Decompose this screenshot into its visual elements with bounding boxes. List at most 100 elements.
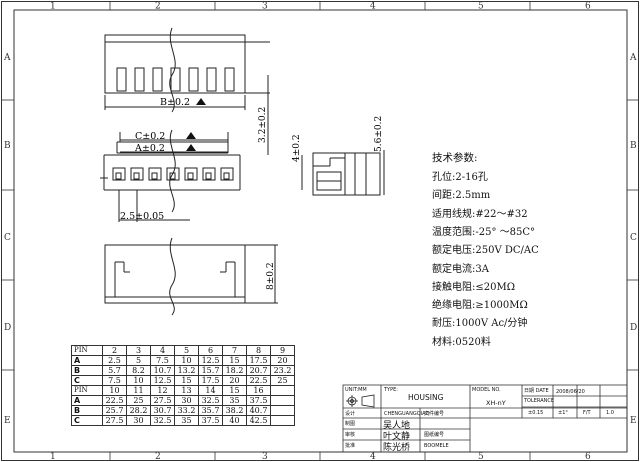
pin-cell: 30 xyxy=(174,395,199,406)
pin-cell: 10 xyxy=(174,355,199,366)
pin-header-cell: 11 xyxy=(126,385,151,396)
name-1: 吴人地 xyxy=(383,421,411,431)
pin-header-cell: 7 xyxy=(222,345,247,356)
pin-cell: 25 xyxy=(270,375,295,386)
pin-row-label: A xyxy=(71,395,103,406)
title-block-lines xyxy=(342,384,628,453)
col-num-2: 2 xyxy=(155,2,161,12)
version-value: 1.0 xyxy=(606,410,614,416)
pin-header-cell: 5 xyxy=(174,345,199,356)
col-num-5-bottom: 5 xyxy=(478,452,484,462)
pin-cell: 15.7 xyxy=(198,365,223,376)
pin-cell: 18.2 xyxy=(222,365,247,376)
designed-label: 设计 xyxy=(345,411,356,417)
row-letter-e: E xyxy=(4,416,11,426)
pin-cell: 12.5 xyxy=(198,355,223,366)
c-dim-triangle xyxy=(186,132,196,139)
pin-cell: 40 xyxy=(222,415,247,426)
b-dim-label: B±0.2 xyxy=(160,97,190,108)
pin-cell: 15 xyxy=(222,355,247,366)
spec-value: 3A xyxy=(475,263,489,275)
row-letter-e-right: E xyxy=(630,416,637,426)
tolerance-label: TOLERANCE xyxy=(524,398,555,404)
doc-no-label: 文件编号 xyxy=(424,411,445,417)
col-num-2-bottom: 2 xyxy=(155,452,161,462)
spec-row: 额定电压:250V DC/AC xyxy=(432,245,539,257)
pin-cell: 30.7 xyxy=(150,405,175,416)
pin-header-cell: 13 xyxy=(174,385,199,396)
pitch-dim-label: 2.5±0.05 xyxy=(120,211,164,222)
spec-row: 温度范围:-25° ～85C° xyxy=(432,227,535,239)
pin-row-label: B xyxy=(71,405,103,416)
pin-header-cell: 14 xyxy=(198,385,223,396)
pin-cell: 17.5 xyxy=(246,355,271,366)
spec-value: 2-16孔 xyxy=(455,172,488,183)
pin-cell: 37.5 xyxy=(246,395,271,406)
pin-header-cell: 9 xyxy=(270,345,295,356)
pin-header-cell: 6 xyxy=(198,345,223,356)
col-num-4-bottom: 4 xyxy=(370,452,376,462)
type-value: HOUSING xyxy=(408,393,444,402)
pin-cell: 25 xyxy=(126,395,151,406)
side-dim-right-label: 5.6±0.2 xyxy=(374,116,384,152)
spec-value: -25° ～85C° xyxy=(475,226,536,238)
spec-label: 耐压: xyxy=(432,318,456,330)
spec-label: 间距: xyxy=(432,190,456,202)
spec-value: 1000V Ac/分钟 xyxy=(455,318,528,330)
type-label: TYPE: xyxy=(384,387,398,393)
pin-row-label: C xyxy=(71,415,103,426)
pin-cell: 20 xyxy=(222,375,247,386)
spec-row: 孔位:2-16孔 xyxy=(432,172,488,184)
spec-row: 额定电流:3A xyxy=(432,264,489,276)
pin-cell: 32.5 xyxy=(198,395,223,406)
date-label: 日期 DATE xyxy=(524,388,549,394)
pin-cell xyxy=(270,415,295,426)
scale-value: F/T xyxy=(583,410,591,416)
spec-value: ≥1000MΩ xyxy=(475,300,528,312)
pin-row-label: A xyxy=(71,355,103,366)
pin-cell: 15 xyxy=(174,375,199,386)
a-dim-triangle xyxy=(186,144,196,151)
pin-cell: 2.5 xyxy=(102,355,127,366)
pin-header-cell: 3 xyxy=(126,345,151,356)
row-letter-d: D xyxy=(4,323,11,333)
bottom-view xyxy=(104,237,278,316)
pin-cell xyxy=(270,405,295,416)
col-num-1-bottom: 1 xyxy=(50,452,56,462)
spec-label: 额定电压: xyxy=(432,245,476,257)
spec-value: 250V DC/AC xyxy=(475,245,539,257)
spec-label: 接触电阻: xyxy=(432,281,476,293)
row-letter-c: C xyxy=(4,233,11,243)
pin-cell: 20.7 xyxy=(246,365,271,376)
pin-header-cell: 4 xyxy=(150,345,175,356)
col-num-6-bottom: 6 xyxy=(585,452,591,462)
row-ticks xyxy=(1,99,639,371)
pin-cell: 35 xyxy=(222,395,247,406)
pin-header-cell: 12 xyxy=(150,385,175,396)
pin-header-cell: 16 xyxy=(246,385,271,396)
pin-cell: 8.2 xyxy=(126,365,151,376)
pin-cell: 25.7 xyxy=(102,405,127,416)
spec-label: 绝缘电阻: xyxy=(432,300,476,312)
a-dim-label: A±0.2 xyxy=(134,143,165,154)
checked-label: 审核 xyxy=(345,432,356,438)
pin-cell: 10 xyxy=(126,375,151,386)
spec-label: 额定电流: xyxy=(432,263,476,275)
pin-cell: 13.2 xyxy=(174,365,199,376)
pin-cell: 17.5 xyxy=(198,375,223,386)
designer-value: CHENGUANGQIAO xyxy=(384,411,430,417)
pin-header-cell xyxy=(270,385,295,396)
drawn-label: 制图 xyxy=(345,421,356,427)
pin-cell: 10.7 xyxy=(150,365,175,376)
pin-cell: 32.5 xyxy=(150,415,175,426)
column-ticks xyxy=(109,1,531,461)
approved-label: 批准 xyxy=(345,443,356,449)
row-letter-d-right: D xyxy=(630,323,637,333)
model-label: MODEL NO. xyxy=(472,387,501,393)
pin-row-label: C xyxy=(71,375,103,386)
